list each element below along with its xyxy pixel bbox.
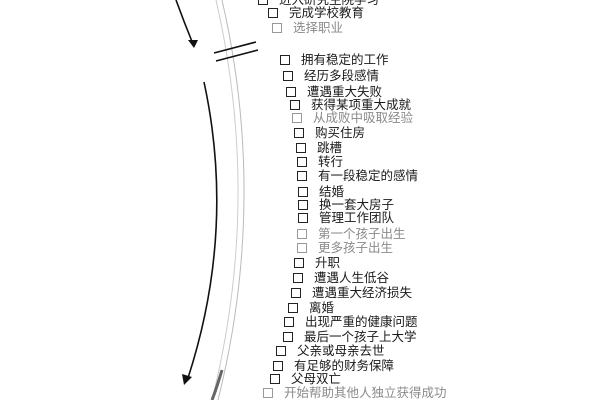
checklist-item-label: 最后一个孩子上大学: [304, 329, 417, 344]
checklist-item-label: 父母双亡: [291, 371, 342, 386]
checklist-item-label: 转行: [318, 154, 344, 169]
checkbox[interactable]: [298, 213, 308, 223]
checkbox[interactable]: [270, 374, 280, 384]
checkbox[interactable]: [296, 143, 306, 153]
checkbox[interactable]: [294, 258, 304, 268]
arrowhead-lower-icon: [182, 374, 192, 385]
checkbox[interactable]: [297, 229, 307, 239]
checklist-item-label: 从成败中吸取经验: [313, 110, 414, 125]
checklist-item-label: 第一个孩子出生: [318, 226, 406, 241]
checklist-item-label: 购买住房: [315, 125, 366, 140]
checklist-item-label: 进入研究生院学习: [279, 0, 379, 7]
checklist-item-label: 遭遇人生低谷: [314, 270, 390, 285]
checklist-item[interactable]: 升职: [294, 256, 340, 270]
checklist-item[interactable]: 管理工作团队: [298, 211, 394, 225]
checkbox[interactable]: [297, 157, 307, 167]
outer-arc-line-inner: [211, 0, 239, 400]
checklist-item[interactable]: 经历多段感情: [283, 69, 379, 83]
checkbox[interactable]: [290, 100, 300, 110]
checklist-item-label: 遭遇重大经济损失: [312, 285, 413, 300]
checkbox[interactable]: [288, 303, 298, 313]
checklist-item[interactable]: 出现严重的健康问题: [284, 315, 418, 329]
checklist-item-label: 更多孩子出生: [318, 240, 394, 255]
checklist-item-label: 完成学校教育: [289, 5, 365, 20]
checkbox[interactable]: [283, 71, 293, 81]
checkbox[interactable]: [263, 388, 273, 398]
checkbox[interactable]: [273, 361, 283, 371]
checklist-item[interactable]: 有足够的财务保障: [273, 359, 394, 373]
checklist-item-label: 结婚: [319, 184, 345, 199]
checklist-item[interactable]: 从成败中吸取经验: [292, 111, 413, 125]
checkbox[interactable]: [280, 55, 290, 65]
checklist-item[interactable]: 结婚: [298, 185, 344, 199]
checkbox[interactable]: [297, 171, 307, 181]
checkbox[interactable]: [292, 113, 302, 123]
checklist-item[interactable]: 第一个孩子出生: [297, 227, 406, 241]
checkbox[interactable]: [291, 288, 301, 298]
checklist-item-label: 拥有稳定的工作: [301, 52, 389, 67]
checklist-item[interactable]: 离婚: [288, 301, 334, 315]
checklist-item-label: 开始帮助其他人独立获得成功: [284, 385, 447, 400]
checklist-item[interactable]: 跳槽: [296, 141, 342, 155]
break-mark-line-1: [213, 41, 257, 54]
checkbox[interactable]: [294, 128, 304, 138]
checklist-item-label: 有一段稳定的感情: [318, 168, 419, 183]
checklist-item[interactable]: 获得某项重大成就: [290, 98, 411, 112]
checklist-item[interactable]: 开始帮助其他人独立获得成功: [263, 386, 447, 400]
arrowhead-upper-icon: [188, 40, 198, 48]
outer-arc-line: [217, 0, 245, 400]
checkbox[interactable]: [276, 346, 286, 356]
checkbox[interactable]: [258, 0, 268, 5]
checklist-item[interactable]: 进入研究生院学习: [258, 0, 379, 7]
checkbox[interactable]: [298, 187, 308, 197]
break-mark-line-2: [215, 49, 259, 62]
gradient-arc-stroke: [210, 369, 224, 400]
checklist-item-label: 获得某项重大成就: [311, 97, 412, 112]
checkbox[interactable]: [298, 200, 308, 210]
checklist-item[interactable]: 遭遇重大经济损失: [291, 286, 412, 300]
checkbox[interactable]: [283, 332, 293, 342]
checklist-item-label: 选择职业: [293, 20, 344, 35]
checklist-item[interactable]: 遭遇人生低谷: [293, 271, 389, 285]
checkbox[interactable]: [284, 317, 294, 327]
checklist-item[interactable]: 有一段稳定的感情: [297, 169, 418, 183]
checklist-item[interactable]: 更多孩子出生: [297, 241, 393, 255]
checklist-item[interactable]: 最后一个孩子上大学: [283, 330, 417, 344]
checkbox[interactable]: [297, 243, 307, 253]
checklist-item-label: 换一套大房子: [319, 197, 395, 212]
checklist-item-label: 父亲或母亲去世: [297, 343, 385, 358]
checklist-item-label: 出现严重的健康问题: [305, 314, 418, 329]
checklist-item[interactable]: 父亲或母亲去世: [276, 344, 385, 358]
checklist-item-label: 经历多段感情: [304, 68, 380, 83]
checklist-item[interactable]: 拥有稳定的工作: [280, 53, 389, 67]
checklist-item-label: 升职: [315, 255, 341, 270]
checklist-item[interactable]: 选择职业: [272, 21, 343, 35]
checklist-item-label: 有足够的财务保障: [294, 358, 395, 373]
checklist-item-label: 跳槽: [317, 140, 343, 155]
checklist-item[interactable]: 购买住房: [294, 126, 365, 140]
timeline-arrow-lower: [187, 81, 218, 379]
checklist-item[interactable]: 父母双亡: [270, 372, 341, 386]
checklist-item[interactable]: 遭遇重大失败: [286, 85, 382, 99]
checklist-item-label: 离婚: [309, 300, 335, 315]
checkbox[interactable]: [268, 8, 278, 18]
checklist-item-label: 遭遇重大失败: [307, 84, 383, 99]
timeline-arrow-upper: [175, 0, 194, 45]
checklist-item[interactable]: 换一套大房子: [298, 198, 394, 212]
checkbox[interactable]: [272, 23, 282, 33]
checkbox[interactable]: [286, 87, 296, 97]
checklist-item[interactable]: 完成学校教育: [268, 6, 364, 20]
checkbox[interactable]: [293, 273, 303, 283]
checklist-item-label: 管理工作团队: [319, 210, 395, 225]
checklist-item[interactable]: 转行: [297, 155, 343, 169]
